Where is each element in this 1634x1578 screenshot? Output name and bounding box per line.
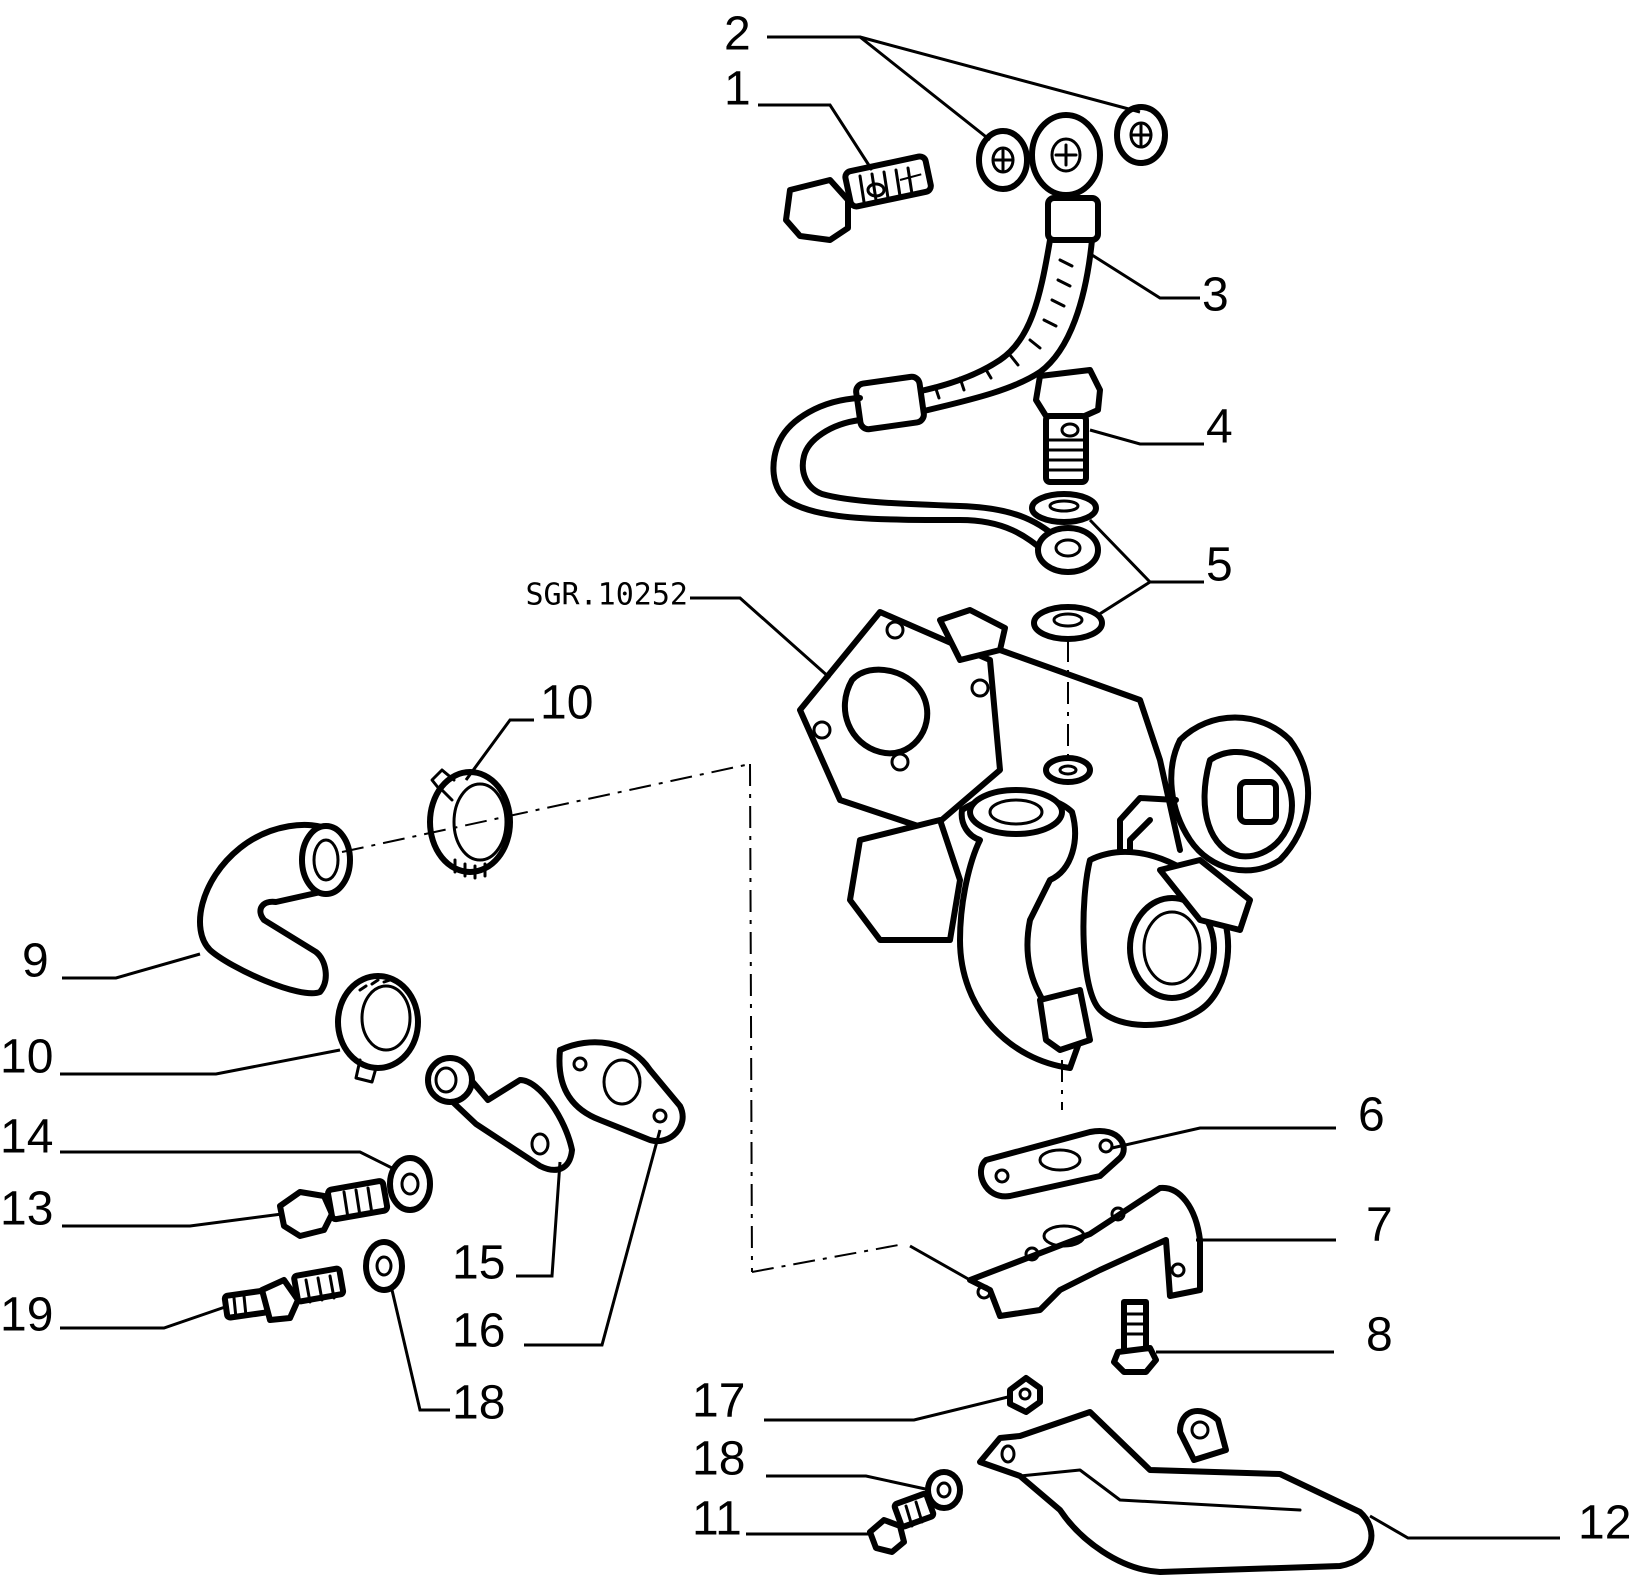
part-1-banjo-bolt (783, 153, 934, 243)
part-5-washers (1029, 491, 1105, 760)
callout-16: 16 (452, 1305, 505, 1358)
callout-1: 1 (724, 63, 751, 116)
callout-11: 11 (692, 1493, 742, 1546)
part-13-bolt (277, 1178, 391, 1239)
callout-labels: 2 1 3 4 5 SGR.10252 10 9 10 14 13 15 16 … (0, 8, 1631, 1550)
part-10-clamp-top (427, 768, 513, 880)
part-15-oil-drain-fitting (425, 1055, 575, 1173)
part-4-banjo-bolt (1033, 367, 1103, 485)
part-19-stud (221, 1265, 347, 1323)
callout-9: 9 (22, 935, 49, 988)
callout-4: 4 (1206, 401, 1233, 454)
callout-12: 12 (1578, 1497, 1631, 1550)
part-18-washer-left (363, 1239, 405, 1293)
callout-18-bottom: 18 (692, 1433, 745, 1486)
callout-10-top: 10 (540, 677, 593, 730)
callout-14: 14 (0, 1111, 53, 1164)
turbocharger-body (797, 607, 1312, 1110)
callout-2: 2 (724, 8, 751, 61)
part-11-bolt (867, 1490, 937, 1555)
callout-13: 13 (0, 1183, 53, 1236)
part-10-clamp-bottom (335, 973, 421, 1084)
part-8-screw (1111, 1299, 1159, 1375)
part-14-washer (387, 1155, 433, 1213)
part-9-hose (197, 821, 353, 997)
part-7-bracket (967, 1184, 1203, 1319)
assembly-centerlines (341, 171, 931, 1273)
callout-19: 19 (0, 1289, 53, 1342)
part-3-oil-pipe (770, 112, 1103, 575)
drawing-reference: SGR.10252 (525, 578, 688, 613)
callout-18-left: 18 (452, 1377, 505, 1430)
callout-10-left: 10 (0, 1031, 53, 1084)
callout-8: 8 (1366, 1309, 1393, 1362)
leader-lines (60, 35, 1560, 1540)
callout-7: 7 (1366, 1199, 1393, 1252)
part-2-washers (976, 104, 1168, 192)
part-17-nut (1007, 1375, 1043, 1415)
callout-3: 3 (1202, 269, 1229, 322)
callout-6: 6 (1358, 1089, 1385, 1142)
part-16-gasket (556, 1039, 686, 1145)
part-12-heat-shield (977, 1408, 1375, 1575)
callout-5: 5 (1206, 539, 1233, 592)
part-18-washer-bottom (925, 1469, 963, 1511)
callout-15: 15 (452, 1237, 505, 1290)
part-6-gasket (978, 1127, 1127, 1200)
callout-17: 17 (692, 1375, 745, 1428)
